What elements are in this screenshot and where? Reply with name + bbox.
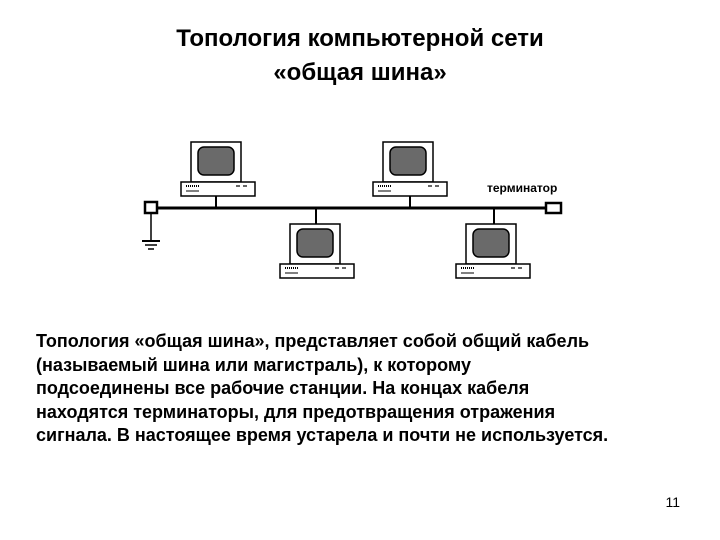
computer-icon	[279, 223, 355, 279]
ground-icon	[142, 213, 160, 250]
slide-title: Топология компьютерной сети «общая шина»	[0, 22, 720, 90]
left-terminator	[143, 200, 159, 215]
description-line: (называемый шина или магистраль), к кото…	[36, 354, 472, 375]
description-line: сигнала. В настоящее время устарела и по…	[36, 425, 609, 445]
page-number: 11	[665, 494, 680, 510]
description-text: Топология «общая шина», представляет соб…	[36, 330, 696, 448]
description-line: находятся терминаторы, для предотвращени…	[36, 401, 556, 422]
title-line-2: «общая шина»	[273, 59, 447, 86]
computer-icon	[372, 141, 448, 197]
computer-icon	[455, 223, 531, 279]
description-line: подсоединены все рабочие станции. На кон…	[36, 378, 530, 398]
terminator-label: терминатор	[487, 181, 557, 195]
description-line: Топология «общая шина», представляет соб…	[36, 331, 590, 351]
right-terminator	[544, 201, 563, 215]
title-line-1: Топология компьютерной сети	[176, 25, 544, 52]
computer-icon	[180, 141, 256, 197]
